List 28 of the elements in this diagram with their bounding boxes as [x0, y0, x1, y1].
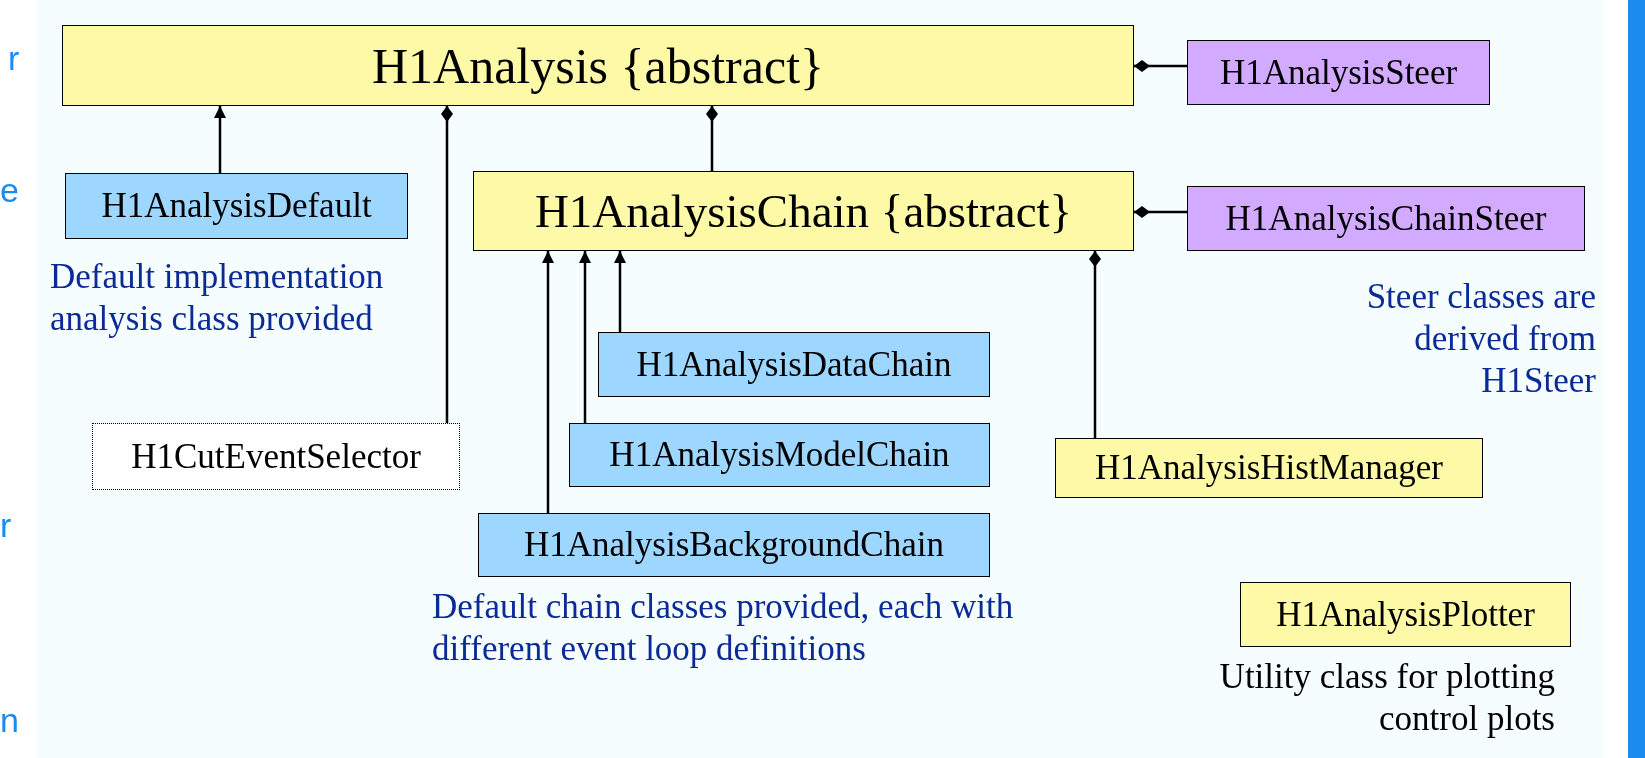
class-box: H1AnalysisChain {abstract}: [473, 171, 1134, 251]
node-label: Default implementation analysis class provided: [50, 256, 385, 340]
inheritance-arrow: [579, 251, 591, 423]
cut-off-text: n: [0, 700, 20, 740]
inheritance-arrow: [614, 251, 626, 332]
class-box: H1CutEventSelector: [92, 423, 460, 490]
cut-off-text: r: [8, 38, 21, 78]
note: Steer classes are derived from H1Steer: [1365, 276, 1596, 402]
node-label: Default chain classes provided, each with different event loop definitions: [432, 586, 1015, 670]
class-box: H1AnalysisBackgroundChain: [478, 513, 990, 577]
inheritance-arrow: [542, 251, 554, 513]
class-box: H1AnalysisDefault: [65, 173, 408, 239]
composition-line: [1134, 60, 1187, 72]
cut-off-text: r: [0, 505, 13, 545]
class-box: H1AnalysisChainSteer: [1187, 186, 1585, 251]
class-box: H1AnalysisHistManager: [1055, 438, 1483, 498]
composition-line: [1134, 206, 1187, 218]
class-box: H1AnalysisDataChain: [598, 332, 990, 397]
inheritance-arrow: [214, 106, 226, 173]
class-box: H1AnalysisSteer: [1187, 40, 1490, 105]
composition-line: [1089, 251, 1101, 438]
class-box: H1AnalysisPlotter: [1240, 582, 1571, 647]
composition-line: [441, 106, 453, 423]
node-label: Utility class for plotting control plots: [1218, 656, 1555, 740]
composition-line: [706, 106, 718, 171]
cut-off-text: e: [0, 170, 20, 210]
class-box: H1Analysis {abstract}: [62, 25, 1134, 106]
class-box: H1AnalysisModelChain: [569, 423, 990, 487]
